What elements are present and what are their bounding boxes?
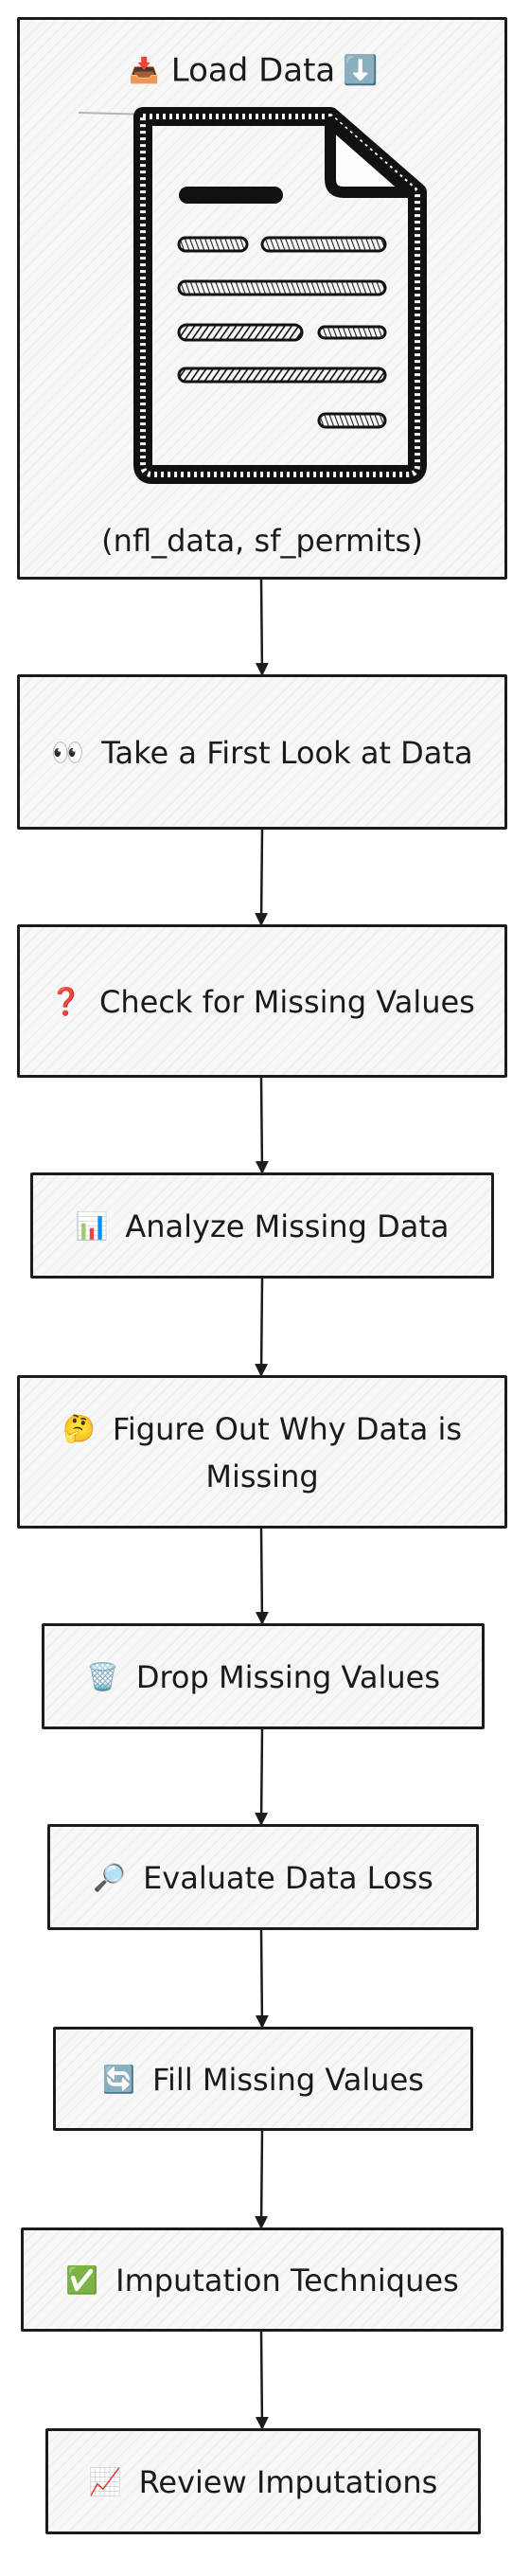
step-label: Drop Missing Values bbox=[135, 1659, 441, 1695]
connector-arrow bbox=[255, 1528, 269, 1625]
connector-arrow bbox=[255, 1278, 269, 1377]
step-label: Analyze Missing Data bbox=[125, 1208, 450, 1244]
step-label: Figure Out Why Data is Missing bbox=[112, 1411, 463, 1494]
connector-arrow bbox=[255, 1077, 269, 1174]
step-label: Fill Missing Values bbox=[151, 2062, 424, 2098]
load-data-title-row: 📥 Load Data⬇️ bbox=[129, 48, 395, 92]
connector-arrow bbox=[255, 829, 269, 926]
magnifying-glass-icon: 🔎 bbox=[93, 1862, 127, 1893]
connector-arrow bbox=[255, 1728, 269, 1826]
step-take-first-look: 👀 Take a First Look at Data bbox=[17, 674, 507, 830]
step-evaluate-loss: 🔎 Evaluate Data Loss bbox=[47, 1824, 479, 1930]
chart-increasing-icon: 📈 bbox=[88, 2466, 122, 2497]
step-figure-out-why: 🤔 Figure Out Why Data is Missing bbox=[17, 1375, 507, 1529]
load-data-subtitle: (nfl_data, sf_permits) bbox=[101, 523, 423, 559]
connector-arrow bbox=[255, 2130, 269, 2229]
thinking-face-icon: 🤔 bbox=[62, 1413, 96, 1444]
document-icon bbox=[77, 67, 436, 493]
bar-chart-icon: 📊 bbox=[75, 1210, 109, 1242]
step-fill-missing: 🔄 Fill Missing Values bbox=[53, 2027, 473, 2131]
step-label: Evaluate Data Loss bbox=[143, 1860, 433, 1896]
eyes-icon: 👀 bbox=[51, 737, 85, 768]
step-label: Review Imputations bbox=[138, 2464, 438, 2500]
connector-arrow bbox=[255, 579, 269, 676]
inbox-tray-icon: 📥 bbox=[129, 56, 160, 85]
load-data-title: Load Data bbox=[170, 51, 336, 90]
step-label: Take a First Look at Data bbox=[101, 735, 473, 771]
step-review-imputations: 📈 Review Imputations bbox=[45, 2428, 481, 2534]
step-check-missing: ❓ Check for Missing Values bbox=[17, 924, 507, 1078]
refresh-arrows-icon: 🔄 bbox=[102, 2064, 135, 2095]
step-drop-missing: 🗑️ Drop Missing Values bbox=[42, 1623, 485, 1729]
step-label: Check for Missing Values bbox=[99, 984, 475, 1020]
connector-arrow bbox=[255, 2331, 269, 2430]
down-arrow-icon: ⬇️ bbox=[343, 53, 379, 87]
load-data-node: 📥 Load Data⬇️ bbox=[17, 17, 507, 580]
trash-can-icon: 🗑️ bbox=[85, 1661, 119, 1692]
step-label: Imputation Techniques bbox=[115, 2263, 459, 2299]
connector-arrow bbox=[255, 1929, 269, 2029]
step-imputation-techniques: ✅ Imputation Techniques bbox=[21, 2227, 504, 2332]
step-analyze-missing: 📊 Analyze Missing Data bbox=[30, 1172, 494, 1279]
check-mark-icon: ✅ bbox=[65, 2264, 99, 2296]
question-mark-icon: ❓ bbox=[49, 986, 83, 1017]
